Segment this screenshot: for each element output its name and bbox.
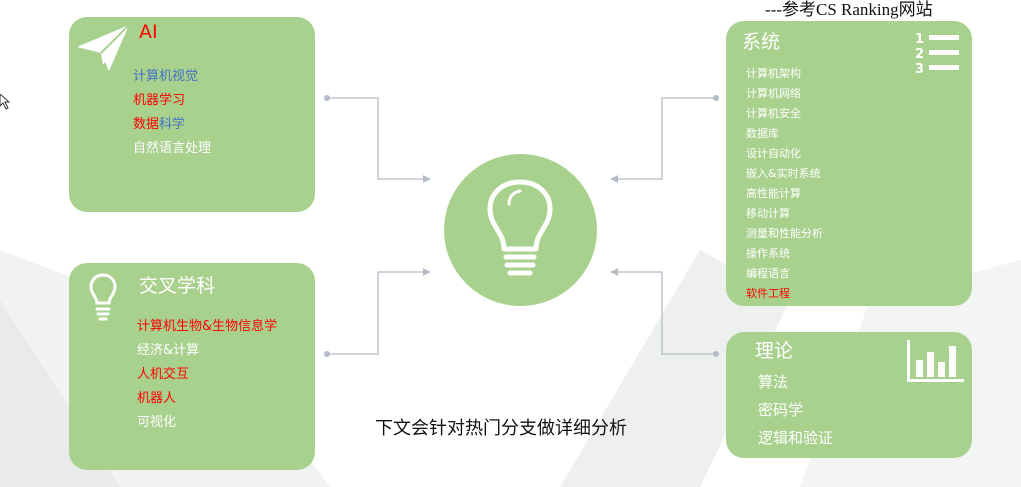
caption: 下文会针对热门分支做详细分析 bbox=[375, 418, 627, 439]
list-item-text: 可视化 bbox=[137, 415, 177, 430]
list-item: 逻辑和验证 bbox=[758, 424, 833, 452]
connector-theory bbox=[610, 268, 716, 355]
list-item: 计算机网络 bbox=[746, 84, 823, 104]
bar-chart-icon bbox=[907, 340, 964, 382]
numbered-list-icon: 1 2 3 bbox=[915, 32, 959, 77]
connector-cross bbox=[327, 268, 431, 355]
list-item: 密码学 bbox=[758, 396, 833, 424]
list-item-text: 密码学 bbox=[758, 401, 804, 419]
list-item: 计算机生物&生物信息学 bbox=[137, 315, 277, 339]
list-item-text: 操作系统 bbox=[746, 247, 790, 260]
list-item-text: 经济&计算 bbox=[137, 343, 200, 358]
central-hub bbox=[444, 154, 597, 306]
list-item: 移动计算 bbox=[746, 204, 823, 224]
list-item-text: 自然语言处理 bbox=[133, 141, 212, 156]
mouse-cursor-icon bbox=[0, 93, 11, 114]
card-cross-list: 计算机生物&生物信息学经济&计算人机交互机器人可视化 bbox=[137, 315, 277, 435]
card-ai-title: AI bbox=[139, 21, 158, 43]
list-item: 计算机架构 bbox=[746, 64, 823, 84]
list-item: 测量和性能分析 bbox=[746, 224, 823, 244]
paper-plane-icon bbox=[77, 24, 130, 71]
list-item: 高性能计算 bbox=[746, 184, 823, 204]
list-item: 编程语言 bbox=[746, 264, 823, 284]
list-item-text: 计算机生物&生物信息学 bbox=[137, 319, 278, 334]
list-item-text: 计算机视觉 bbox=[133, 69, 199, 84]
list-item-text: 计算机安全 bbox=[746, 107, 801, 120]
card-systems: 系统 1 2 3 计算机架构计算机网络计算机安全数据库设计自动化嵌入&实时系统高… bbox=[726, 21, 972, 306]
list-item-text: 算法 bbox=[758, 373, 789, 391]
connector-ai bbox=[327, 97, 431, 183]
list-item-text: 软件工程 bbox=[746, 287, 790, 300]
lightbulb-icon bbox=[89, 273, 117, 321]
list-item: 人机交互 bbox=[137, 363, 277, 387]
list-item-text: 计算机网络 bbox=[746, 87, 801, 100]
list-item: 计算机视觉 bbox=[133, 65, 211, 89]
card-cross: 交叉学科 计算机生物&生物信息学经济&计算人机交互机器人可视化 bbox=[69, 263, 315, 470]
list-item: 软件工程 bbox=[746, 284, 823, 304]
list-item: 算法 bbox=[758, 368, 833, 396]
list-item-text: 移动计算 bbox=[746, 207, 790, 220]
list-item: 数据科学 bbox=[133, 113, 211, 137]
list-item-text: 编程语言 bbox=[746, 267, 790, 280]
svg-text:1: 1 bbox=[915, 32, 924, 47]
list-item-text: 高性能计算 bbox=[746, 187, 801, 200]
list-item: 机器人 bbox=[137, 387, 277, 411]
list-item-text: 设计自动化 bbox=[746, 147, 801, 160]
card-systems-list: 计算机架构计算机网络计算机安全数据库设计自动化嵌入&实时系统高性能计算移动计算测… bbox=[746, 64, 823, 304]
list-item-text: 嵌入&实时系统 bbox=[746, 167, 821, 180]
card-ai: AI 计算机视觉机器学习数据科学自然语言处理 bbox=[69, 17, 315, 212]
card-systems-title: 系统 bbox=[742, 31, 781, 53]
svg-text:2: 2 bbox=[915, 47, 924, 62]
list-item: 嵌入&实时系统 bbox=[746, 164, 823, 184]
list-item: 计算机安全 bbox=[746, 104, 823, 124]
lightbulb-icon bbox=[487, 179, 553, 276]
card-theory-list: 算法密码学逻辑和验证 bbox=[758, 368, 833, 452]
header-note: ---参考CS Ranking网站 bbox=[765, 0, 933, 19]
svg-text:3: 3 bbox=[915, 62, 924, 77]
list-item: 操作系统 bbox=[746, 244, 823, 264]
card-cross-title: 交叉学科 bbox=[139, 275, 216, 297]
list-item-text: 科学 bbox=[159, 117, 186, 132]
list-item: 经济&计算 bbox=[137, 339, 277, 363]
card-ai-list: 计算机视觉机器学习数据科学自然语言处理 bbox=[133, 65, 211, 161]
card-theory-title: 理论 bbox=[755, 340, 794, 362]
list-item: 自然语言处理 bbox=[133, 137, 211, 161]
list-item-text: 计算机架构 bbox=[746, 67, 801, 80]
list-item-text: 逻辑和验证 bbox=[758, 429, 834, 447]
list-item-text: 数据 bbox=[133, 117, 160, 132]
list-item-text: 测量和性能分析 bbox=[746, 227, 823, 240]
list-item-text: 机器学习 bbox=[133, 93, 186, 108]
list-item-text: 数据库 bbox=[746, 127, 779, 140]
list-item: 机器学习 bbox=[133, 89, 211, 113]
list-item-text: 机器人 bbox=[137, 391, 177, 406]
list-item: 可视化 bbox=[137, 411, 277, 435]
card-theory: 理论 算法密码学逻辑和验证 bbox=[726, 332, 972, 458]
connector-systems bbox=[610, 97, 716, 183]
list-item-text: 人机交互 bbox=[137, 367, 190, 382]
list-item: 设计自动化 bbox=[746, 144, 823, 164]
list-item: 数据库 bbox=[746, 124, 823, 144]
